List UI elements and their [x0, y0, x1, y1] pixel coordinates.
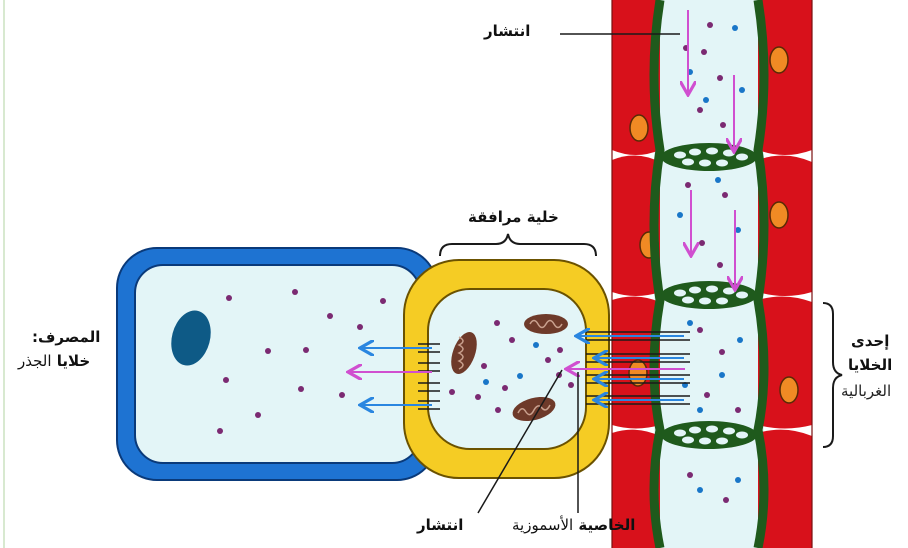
osmosis-label: الخاصية الأسموزية: [512, 516, 635, 534]
sink-label-bold: خلايا: [57, 352, 90, 370]
mitochondrion: [524, 314, 568, 334]
osmosis-label-light: الأسموزية: [512, 516, 573, 534]
sieve-brace: [823, 303, 842, 447]
sieve-label-line3: الغربالية: [841, 382, 891, 400]
sieve-label-line1: إحدى: [851, 332, 889, 350]
sieve-tube: [612, 0, 812, 548]
sieve-label-line2: الخلايا: [848, 356, 892, 374]
diffusion-top-label: انتشار: [484, 22, 530, 40]
sink-label-line2: خلايا الجذر: [18, 352, 90, 370]
root-cell: [117, 248, 437, 480]
sieve-plate: [661, 281, 757, 309]
sink-label-line1: المصرف:: [32, 328, 100, 346]
osmosis-label-bold: الخاصية: [578, 516, 635, 534]
companion-cell-label: خلية مرافقة: [468, 208, 559, 226]
sink-label-light: الجذر: [18, 352, 52, 370]
companion-brace: [440, 234, 596, 256]
diffusion-bottom-label: انتشار: [417, 516, 463, 534]
sieve-plate: [661, 421, 757, 449]
sieve-plate: [661, 143, 757, 171]
